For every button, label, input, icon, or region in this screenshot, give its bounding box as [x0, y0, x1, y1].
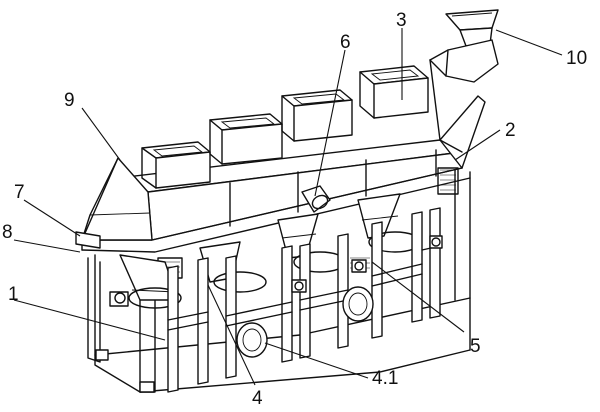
inlet-pipe: [301, 185, 331, 213]
callout-6: 6: [340, 32, 351, 53]
outlet-pipes: [95, 235, 443, 393]
callout-2: 2: [505, 120, 516, 141]
feed-hopper: [429, 9, 499, 141]
callout-7: 7: [14, 182, 25, 203]
callout-8: 8: [2, 222, 13, 243]
leader-1: [13, 299, 166, 341]
leader-4: [207, 284, 256, 386]
leader-10: [495, 29, 563, 56]
leader-8: [13, 239, 81, 253]
callout-5: 5: [470, 336, 481, 357]
top-trough: [75, 95, 486, 253]
leader-6: [314, 49, 346, 197]
callout-4-1: 4.1: [372, 368, 398, 389]
callout-1: 1: [8, 284, 19, 305]
leader-5: [371, 261, 465, 333]
leader-lines: [13, 28, 563, 386]
leader-4-1: [264, 342, 369, 379]
leader-7: [23, 199, 81, 237]
leader-9: [81, 107, 121, 161]
leader-2: [454, 129, 501, 161]
upper-boxes: [141, 65, 437, 227]
callout-9: 9: [64, 90, 75, 111]
callouts: 1 2 3 4 4.1 5 6 7 8 9 10: [2, 10, 587, 409]
callout-3: 3: [396, 10, 407, 31]
callout-4: 4: [252, 388, 263, 409]
callout-10: 10: [566, 48, 587, 69]
